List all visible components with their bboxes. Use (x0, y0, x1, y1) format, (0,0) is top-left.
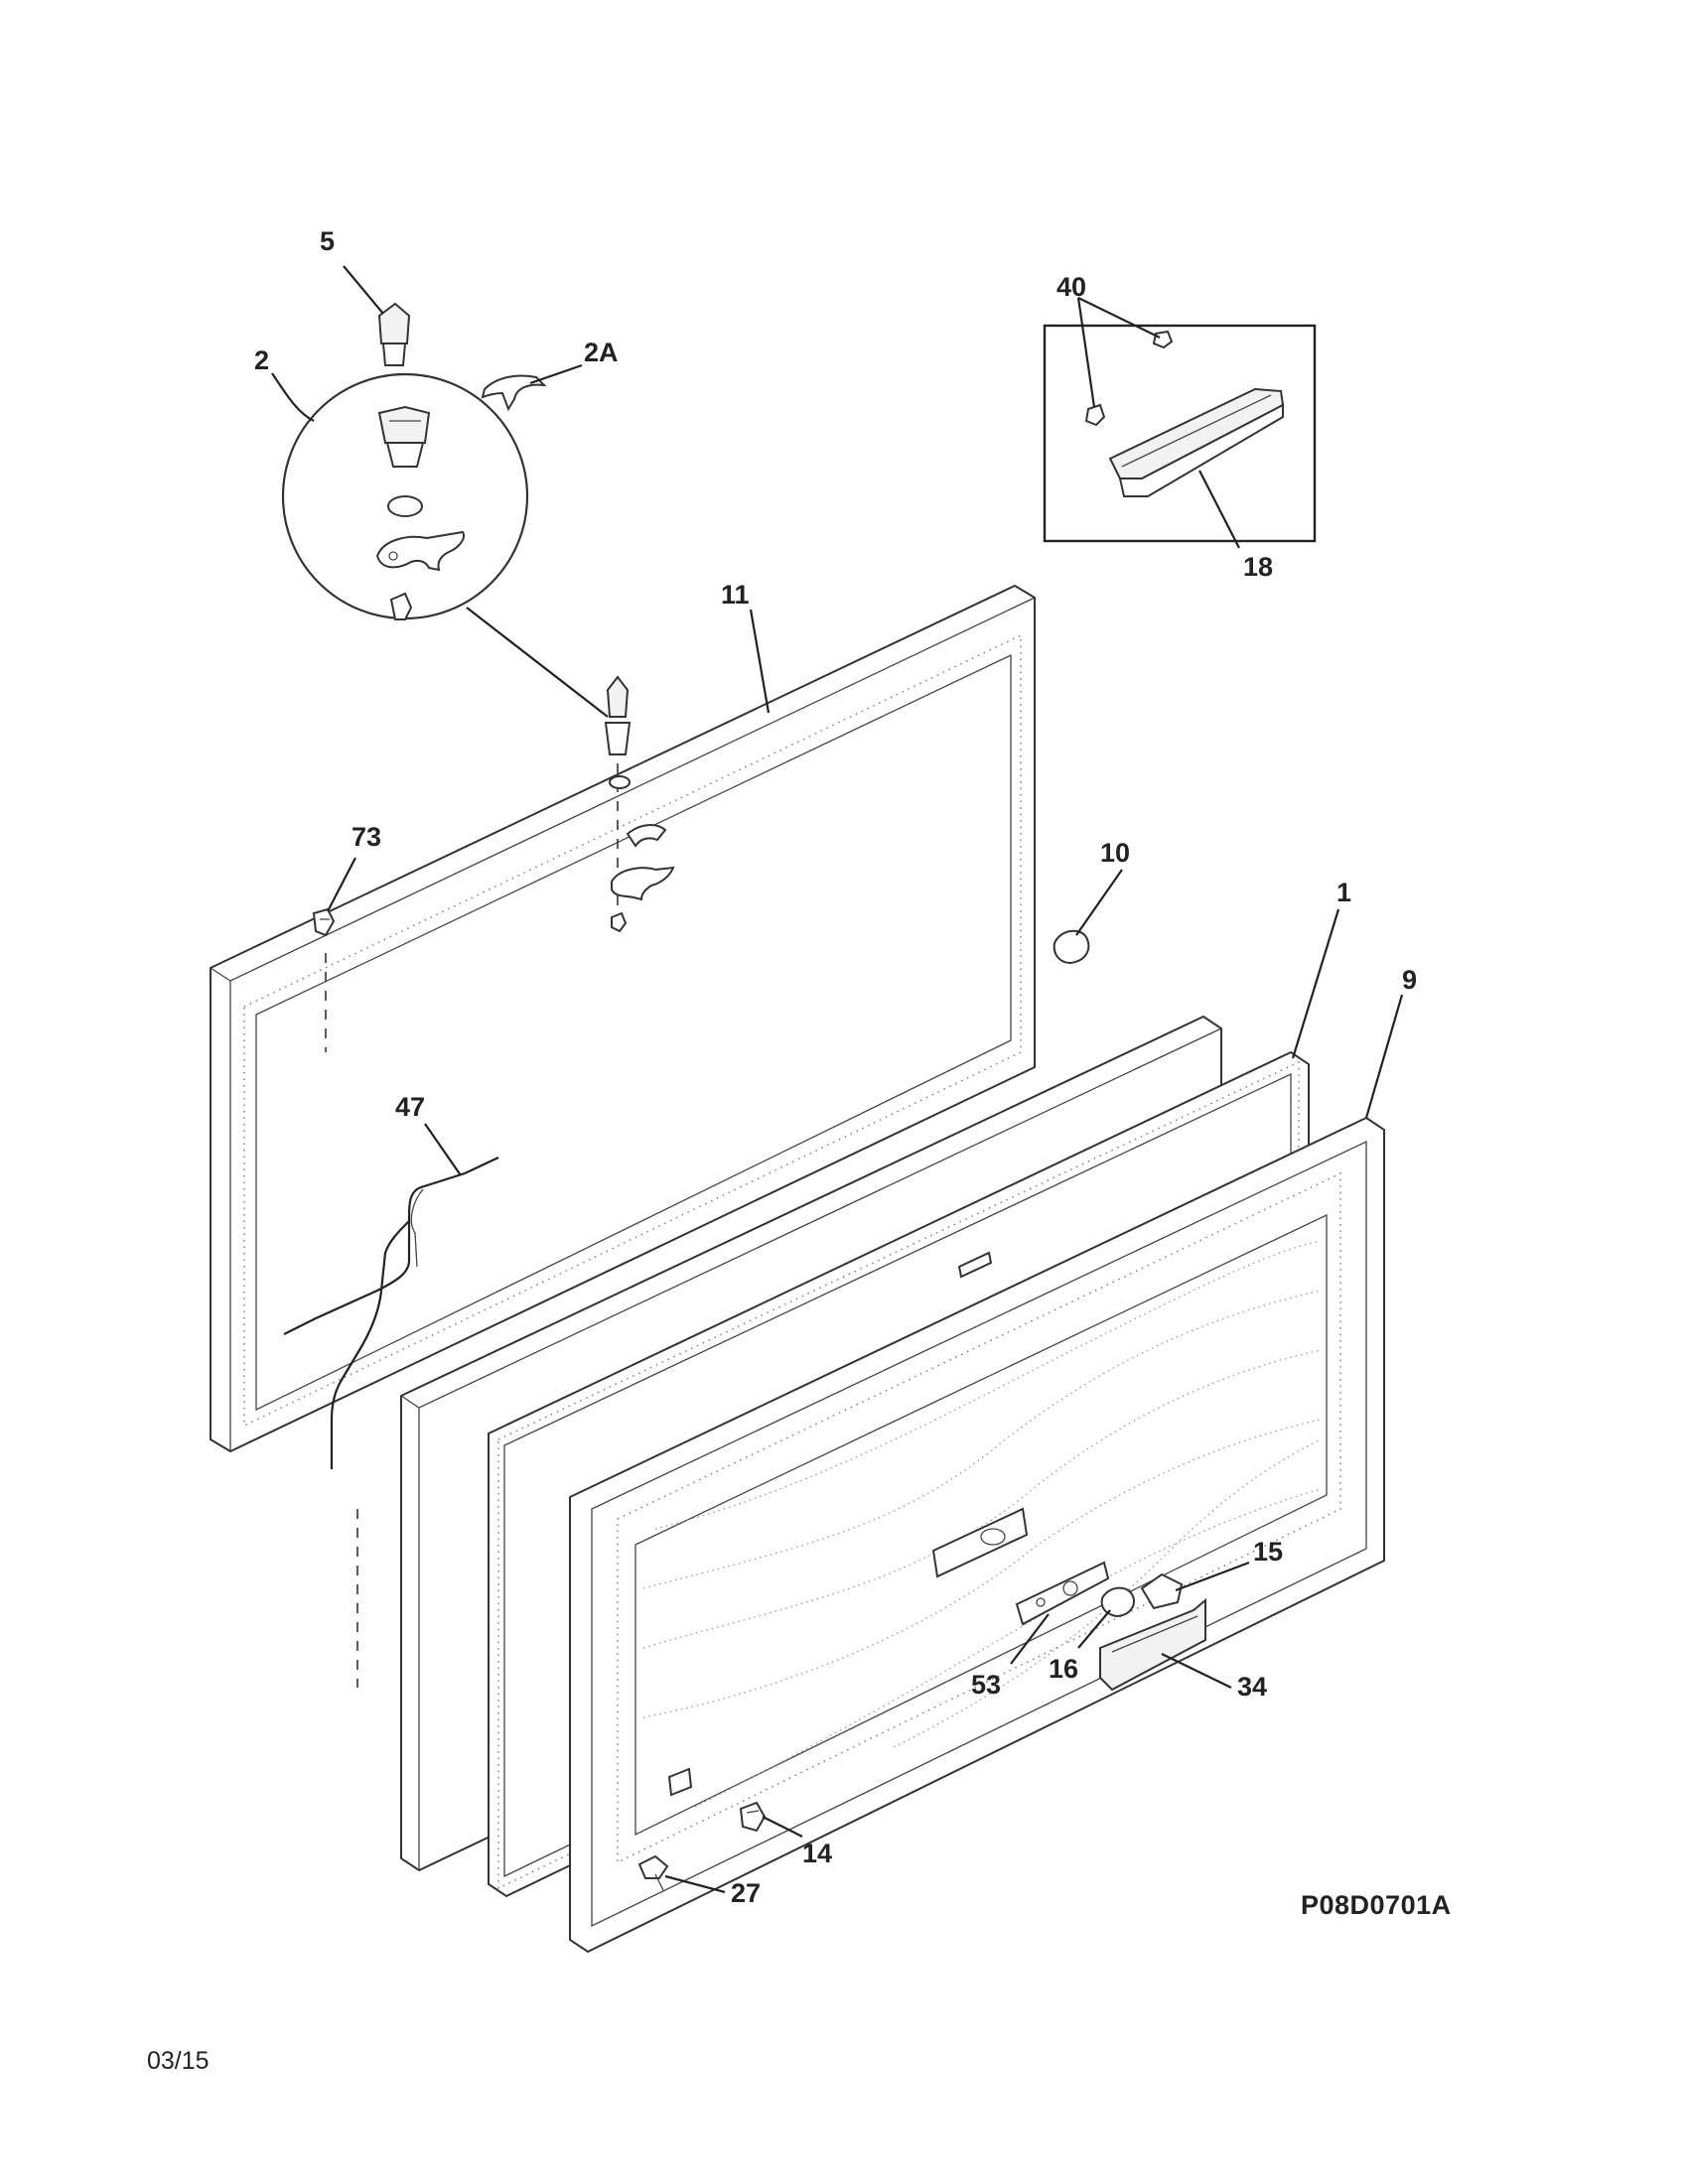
callout-34: 34 (1237, 1672, 1267, 1702)
drawing-code: P08D0701A (1301, 1890, 1452, 1920)
callout-47: 47 (395, 1092, 425, 1122)
part-16-socket (1100, 1586, 1135, 1618)
part-27-screw (637, 1854, 669, 1891)
callout-10: 10 (1100, 838, 1130, 868)
callout-2a: 2A (584, 338, 619, 367)
part-14-clip (739, 1801, 767, 1833)
part-73-screw (312, 907, 336, 937)
part-9-inner-liner (569, 1116, 1385, 1954)
part-34-lens-cover (1099, 1597, 1206, 1692)
part-2-detail-circle (281, 372, 529, 620)
callout-27: 27 (731, 1878, 761, 1908)
inset-box-40-18 (1043, 324, 1317, 543)
part-2a-clip (481, 374, 547, 412)
callout-18: 18 (1243, 552, 1273, 582)
part-11-door-frame (210, 584, 1036, 1453)
callout-15: 15 (1253, 1537, 1283, 1567)
callout-1: 1 (1336, 878, 1351, 907)
part-15-bulb (1140, 1572, 1184, 1610)
callout-53: 53 (971, 1670, 1001, 1700)
callout-2: 2 (254, 345, 269, 375)
part-18-handle (1108, 387, 1285, 497)
part-53-latch-plate (1015, 1561, 1110, 1626)
hinge-assembly (604, 675, 675, 933)
part-40-screw-b (1152, 330, 1174, 349)
part-47-wire (283, 1157, 499, 1469)
callout-5: 5 (320, 226, 335, 256)
part-10-plug (1053, 929, 1090, 965)
callout-14: 14 (802, 1839, 832, 1868)
callout-40: 40 (1056, 272, 1086, 302)
callout-9: 9 (1402, 965, 1417, 995)
callout-16: 16 (1049, 1654, 1078, 1684)
part-5-knob (377, 302, 411, 366)
revision-date: 03/15 (147, 2047, 210, 2075)
callout-73: 73 (352, 822, 381, 852)
part-40-screw-a (1084, 403, 1106, 427)
callout-11: 11 (721, 580, 750, 610)
leader-lines (271, 265, 1404, 1894)
